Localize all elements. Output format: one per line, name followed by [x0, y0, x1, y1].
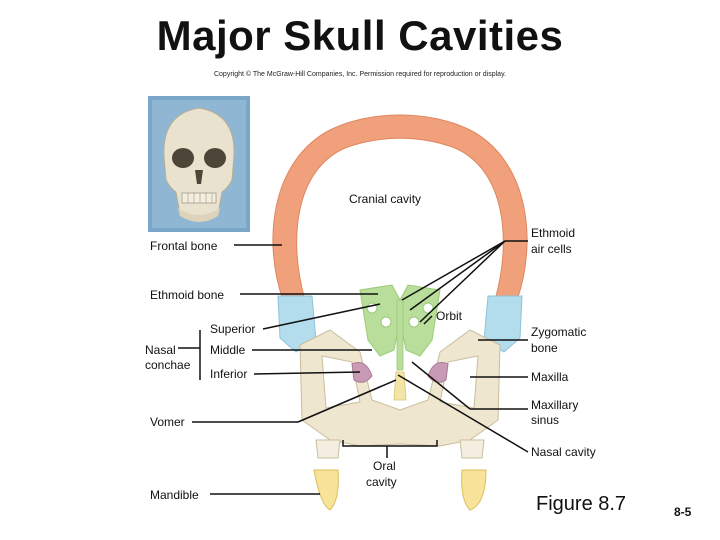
- label-zygomatic-bone-line2: bone: [531, 341, 558, 356]
- label-maxillary-sinus-line2: sinus: [531, 413, 559, 428]
- label-orbit: Orbit: [436, 309, 462, 324]
- label-frontal-bone: Frontal bone: [150, 239, 217, 254]
- label-vomer: Vomer: [150, 415, 185, 430]
- label-nasal-cavity: Nasal cavity: [531, 445, 596, 460]
- label-ethmoid-air-cells-line2: air cells: [531, 242, 572, 257]
- teeth-shapes: [314, 440, 486, 510]
- label-cranial-cavity: Cranial cavity: [349, 192, 421, 207]
- label-maxilla: Maxilla: [531, 370, 568, 385]
- label-middle: Middle: [210, 343, 245, 358]
- label-zygomatic-bone-line1: Zygomatic: [531, 325, 586, 340]
- figure-label: Figure 8.7: [536, 493, 626, 516]
- label-maxillary-sinus-line1: Maxillary: [531, 398, 578, 413]
- label-nasal-conchae-line2: conchae: [145, 358, 190, 373]
- label-inferior: Inferior: [210, 367, 247, 382]
- label-ethmoid-air-cells-line1: Ethmoid: [531, 226, 575, 241]
- page-number: 8-5: [674, 505, 691, 519]
- label-ethmoid-bone: Ethmoid bone: [150, 288, 224, 303]
- label-nasal-conchae-line1: Nasal: [145, 343, 176, 358]
- label-oral-cavity-line2: cavity: [366, 475, 397, 490]
- label-mandible: Mandible: [150, 488, 199, 503]
- frontal-bone-shape: [273, 115, 527, 300]
- label-oral-cavity-line1: Oral: [373, 459, 396, 474]
- label-superior: Superior: [210, 322, 255, 337]
